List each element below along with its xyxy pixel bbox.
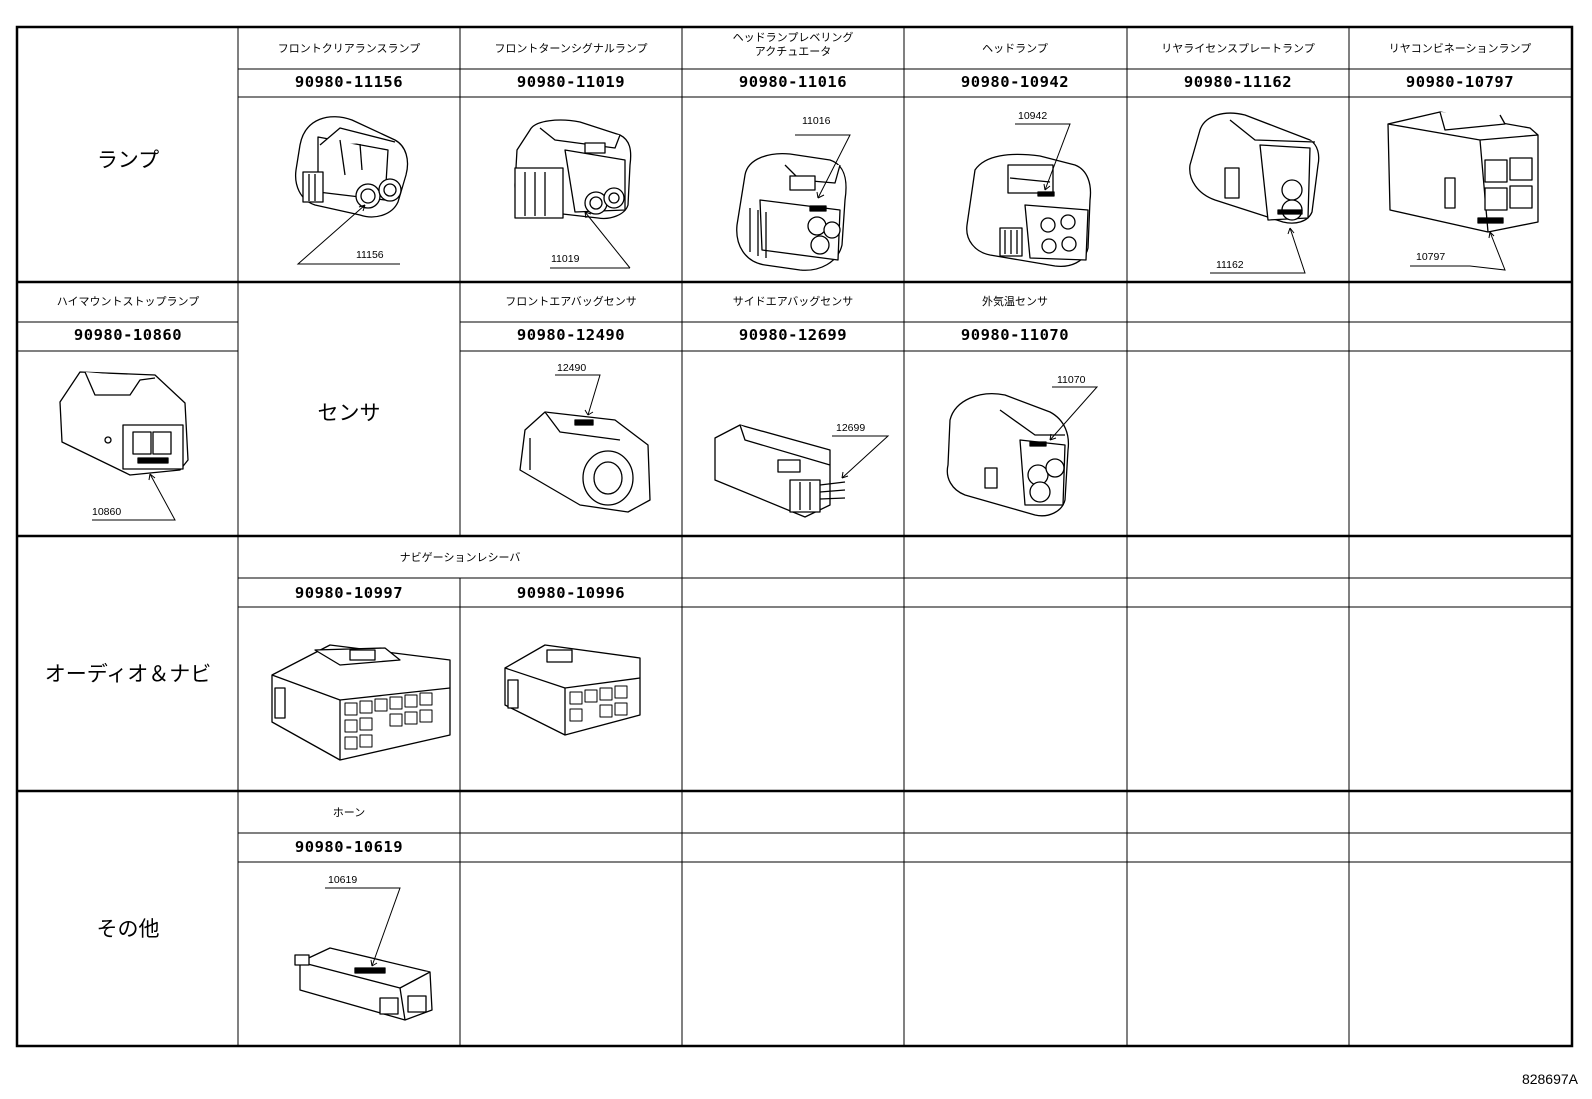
connector-drawing-10997 (271, 644, 451, 761)
callout-label: 12699 (836, 422, 866, 434)
connector-drawing-12490 (519, 411, 651, 513)
connector-group-name: ナビゲーションレシーバ (399, 551, 521, 564)
part-number: 90980-12490 (516, 326, 626, 344)
connector-drawing-10996 (504, 644, 641, 736)
part-number: 90980-11156 (294, 73, 404, 91)
callout-label: 11156 (356, 249, 384, 261)
callout-label: 11162 (1216, 259, 1244, 271)
part-number: 90980-10860 (73, 326, 183, 344)
category-lamp: ランプ (96, 148, 160, 172)
category-audio-navi: オーディオ＆ナビ (44, 662, 212, 686)
callout-label: 11070 (1057, 374, 1086, 386)
connector-drawing-11016 (736, 152, 847, 271)
connector-drawing-10860 (59, 371, 189, 476)
connector-name: リヤライセンスプレートランプ (1161, 42, 1315, 55)
part-number: 90980-11070 (960, 326, 1070, 344)
connector-drawing-10619 (294, 947, 433, 1021)
connector-name: サイドエアバッグセンサ (732, 295, 854, 308)
part-number: 90980-10619 (294, 838, 404, 856)
callout-label: 11016 (802, 115, 831, 127)
callout-label: 10797 (1416, 251, 1446, 263)
connector-name: リヤコンビネーションランプ (1388, 42, 1532, 55)
connector-name: ハイマウントストップランプ (56, 295, 200, 308)
part-number: 90980-11019 (516, 73, 626, 91)
part-number: 90980-11016 (738, 73, 848, 91)
part-number: 90980-12699 (738, 326, 848, 344)
connector-name: 外気温センサ (982, 295, 1048, 308)
connector-drawing-11070 (946, 393, 1070, 517)
figure-id: 828697A (1521, 1071, 1578, 1087)
connector-drawing-12699 (714, 424, 846, 518)
callout-label: 11019 (551, 253, 580, 265)
part-number: 90980-10997 (294, 584, 404, 602)
part-number: 90980-10942 (960, 73, 1070, 91)
connector-name: フロントターンシグナルランプ (494, 42, 648, 55)
connector-drawing-11019 (514, 119, 632, 220)
connector-drawing-10942 (966, 153, 1092, 268)
part-number: 90980-11162 (1183, 73, 1293, 91)
connector-name: ヘッドランプレベリング アクチュエータ (732, 31, 854, 58)
part-number: 90980-10996 (516, 584, 626, 602)
connector-name: フロントエアバッグセンサ (505, 295, 637, 308)
connector-drawing-11162 (1189, 112, 1320, 224)
connector-name: ヘッドランプ (982, 42, 1048, 55)
part-number: 90980-10797 (1405, 73, 1515, 91)
category-sensor: センサ (317, 401, 381, 425)
callout-label: 10942 (1018, 110, 1048, 122)
callout-label: 12490 (557, 362, 587, 374)
connector-drawing-10797 (1387, 111, 1539, 233)
connector-drawing-11156 (294, 116, 409, 218)
category-other: その他 (96, 917, 160, 941)
connector-name: ホーン (332, 806, 366, 819)
connector-name: フロントクリアランスランプ (277, 42, 421, 55)
callout-label: 10619 (328, 874, 358, 886)
callout-label: 10860 (92, 506, 122, 518)
